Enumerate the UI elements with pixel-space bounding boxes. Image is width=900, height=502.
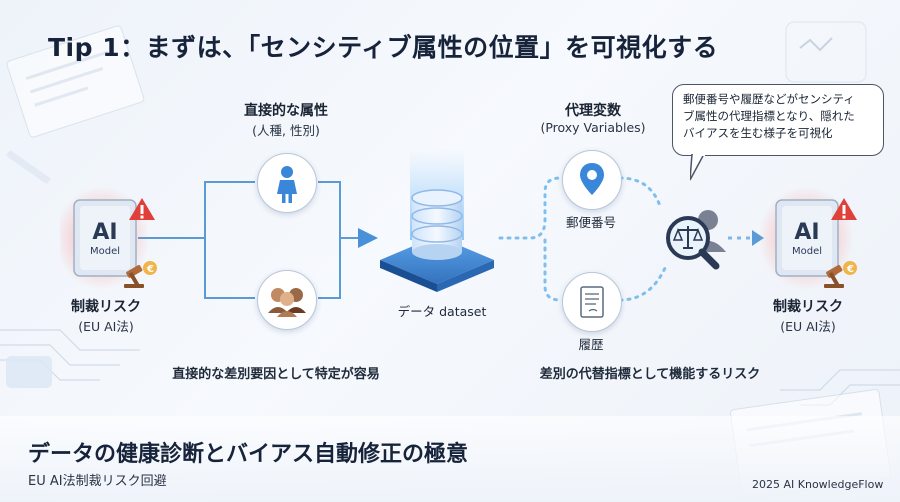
dataset-node xyxy=(372,150,502,300)
right-ai-model-graphic xyxy=(758,186,854,290)
dataset-label: データ dataset xyxy=(397,304,487,319)
left-risk-label: 制裁リスク xyxy=(71,299,141,315)
arrow-tip-right xyxy=(752,230,764,246)
proxy-variables-subtitle: (Proxy Variables) xyxy=(540,120,646,135)
right-risk-label: 制裁リスク xyxy=(773,299,843,315)
left-chip-main: AI xyxy=(92,220,118,245)
gavel-icon: € xyxy=(824,261,857,288)
footer-subtitle: EU AI法制裁リスク回避 xyxy=(28,474,167,489)
direct-attribute-connectors xyxy=(138,181,378,299)
pencil-decoration xyxy=(6,150,51,184)
magnifier-scale-icon xyxy=(666,210,726,270)
magnifier-node xyxy=(656,200,736,280)
document-scroll-icon xyxy=(580,286,604,318)
footer-credit: 2025 AI KnowledgeFlow xyxy=(752,478,884,491)
postal-code-label: 郵便番号 xyxy=(565,215,616,230)
svg-text:€: € xyxy=(846,264,854,275)
people-circle xyxy=(257,270,317,330)
warning-icon xyxy=(129,198,155,220)
proxy-connectors xyxy=(498,176,667,302)
left-risk-sublabel: (EU AI法) xyxy=(78,319,134,334)
page-title: Tip 1：まずは、「センシティブ属性の位置」を可視化する xyxy=(48,33,719,62)
chip-decoration-bottom-left xyxy=(6,356,52,388)
history-circle xyxy=(562,272,622,332)
location-pin-icon xyxy=(580,163,604,195)
person-circle xyxy=(257,153,317,213)
proxy-variables-title: 代理変数 xyxy=(565,103,621,119)
direct-attributes-subtitle: (人種, 性別) xyxy=(252,123,320,138)
left-ai-model-graphic xyxy=(54,186,150,290)
left-ai-model: AI Model € xyxy=(54,182,157,294)
footer-band xyxy=(0,416,900,502)
direct-attributes-title: 直接的な属性 xyxy=(244,103,328,119)
database-icon xyxy=(380,150,494,292)
direct-attributes-caption: 直接的な差別要因として特定が容易 xyxy=(172,367,380,382)
postal-code-circle xyxy=(562,150,622,210)
right-chip-sub: Model xyxy=(791,246,823,257)
callout-tail xyxy=(690,154,705,181)
callout-bubble: 郵便番号や履歴などがセンシティ ブ属性の代理指標となり、隠れた バイアスを生む様… xyxy=(672,84,884,156)
history-label: 履歴 xyxy=(578,337,604,352)
right-risk-sublabel: (EU AI法) xyxy=(780,319,836,334)
warning-icon xyxy=(831,198,857,220)
person-icon xyxy=(277,166,297,203)
chip-decoration-top-right xyxy=(785,21,867,83)
footer-title: データの健康診断とバイアス自動修正の極意 xyxy=(28,442,469,467)
gavel-icon: € xyxy=(124,261,157,288)
left-chip-sub: Model xyxy=(89,246,121,257)
proxy-variables-caption: 差別の代替指標として機能するリスク xyxy=(539,367,761,382)
right-chip-main: AI xyxy=(794,220,820,245)
right-ai-model: AI Model € xyxy=(758,182,860,294)
document-decoration-top-left xyxy=(6,25,145,138)
svg-text:€: € xyxy=(146,264,154,275)
people-group-icon xyxy=(268,288,306,317)
